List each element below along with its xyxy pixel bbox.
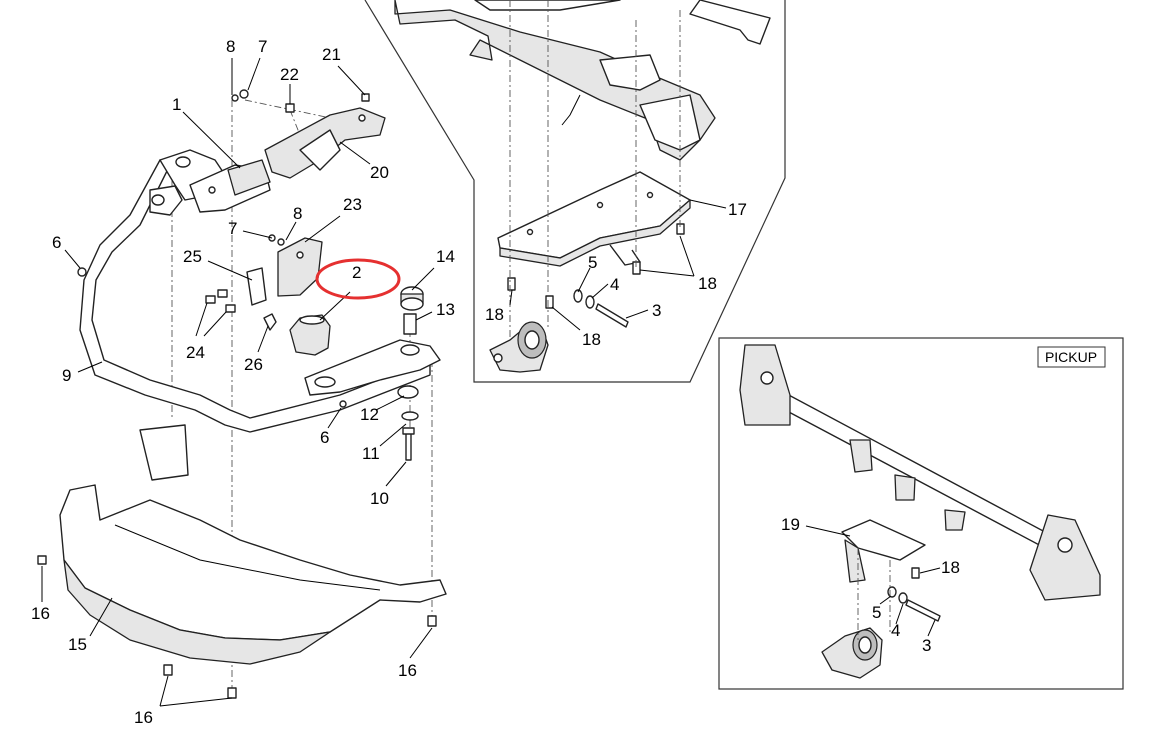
callout-21: 21 [322,45,341,64]
callout-15: 15 [68,635,87,654]
callout-2: 2 [352,263,361,282]
crossmember-plate [497,171,691,267]
detail-fasteners [507,0,685,340]
bushings [339,286,424,461]
detail-mount [489,321,549,373]
callout-18: 18 [582,330,601,349]
callout-26: 26 [244,355,263,374]
callout-8: 8 [226,37,235,56]
callout-7: 7 [228,219,237,238]
callout-18: 18 [941,558,960,577]
leader-lines [41,57,941,707]
callout-12: 12 [360,405,379,424]
skid-plate [37,424,447,699]
callout-24: 24 [186,343,205,362]
callout-18: 18 [485,305,504,324]
callout-16: 16 [398,661,417,680]
callout-9: 9 [62,366,71,385]
callout-23: 23 [343,195,362,214]
callout-6: 6 [52,233,61,252]
bracket-1 [189,159,271,213]
highlight-circle [315,258,401,300]
detail-frame [364,0,786,383]
callout-8: 8 [293,204,302,223]
callout-labels: 1 8 7 22 21 20 6 7 8 23 25 2 14 13 24 26… [31,37,960,727]
callout-11: 11 [362,444,380,463]
callout-7: 7 [258,37,267,56]
bracket-23 [246,237,323,306]
callout-22: 22 [280,65,299,84]
pickup-label: PICKUP [1045,349,1097,365]
small-parts [205,234,285,331]
top-fasteners [77,89,370,277]
bracket-20 [264,107,386,179]
callout-17: 17 [728,200,747,219]
callout-1: 1 [172,95,181,114]
callout-14: 14 [436,247,455,266]
callout-3: 3 [652,301,661,320]
callout-20: 20 [370,163,389,182]
chassis-rail-assembly [394,0,771,161]
callout-4: 4 [891,621,900,640]
pickup-inset: PICKUP [718,337,1124,690]
callout-5: 5 [588,253,597,272]
callout-10: 10 [370,489,389,508]
callout-16: 16 [31,604,50,623]
callout-4: 4 [610,275,619,294]
callout-6: 6 [320,428,329,447]
callout-13: 13 [436,300,455,319]
callout-5: 5 [872,603,881,622]
engine-mount-2 [289,314,331,356]
crossmember-bar [304,339,441,396]
callout-3: 3 [922,636,931,655]
callout-25: 25 [183,247,202,266]
callout-16: 16 [134,708,153,727]
callout-19: 19 [781,515,800,534]
callout-18: 18 [698,274,717,293]
